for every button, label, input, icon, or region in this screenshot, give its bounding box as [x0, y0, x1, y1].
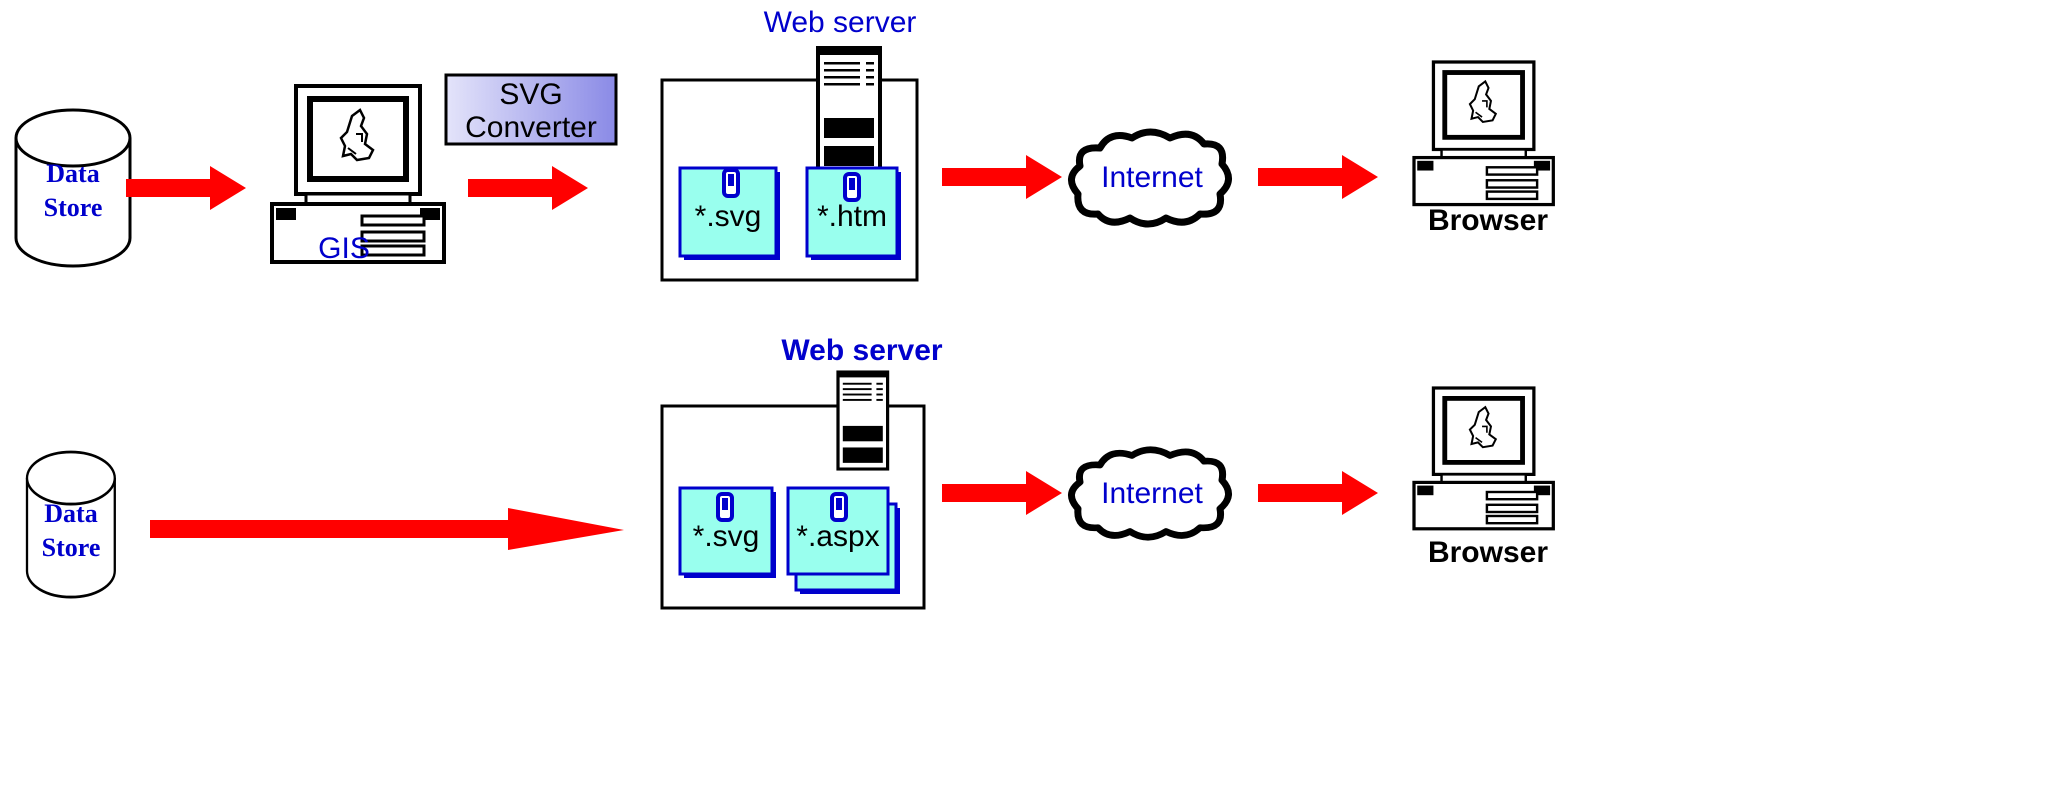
row-1: Data Store GIS SVG Converter Web server: [14, 6, 1553, 282]
document-icon: [716, 492, 734, 522]
flow-arrow: [1258, 155, 1378, 199]
webserver-2: Web server *.svg *.aspx: [660, 334, 943, 610]
internet-1: Internet: [1071, 132, 1228, 224]
flow-arrow: [1258, 471, 1378, 515]
computer-icon: [1414, 62, 1553, 205]
gis-label: GIS: [318, 232, 370, 265]
file-htm: *.htm: [805, 166, 901, 260]
datastore-1: Data Store: [14, 108, 132, 268]
datastore-label-line2: Store: [42, 533, 101, 562]
webserver-label: Web server: [781, 334, 943, 367]
file-label: *.htm: [817, 200, 887, 233]
browser-2: Browser: [1414, 388, 1553, 569]
datastore-label-line1: Data: [44, 499, 97, 528]
internet-label: Internet: [1101, 477, 1203, 510]
browser-label: Browser: [1428, 536, 1548, 569]
flow-arrow: [150, 508, 624, 550]
internet-2: Internet: [1071, 450, 1228, 537]
document-icon: [830, 492, 848, 522]
svg-converter: SVG Converter: [444, 73, 618, 146]
document-icon: [722, 168, 740, 198]
file-label: *.aspx: [796, 520, 879, 553]
row-2: Data Store Web server *.svg *.a: [25, 334, 1553, 610]
file-label: *.svg: [693, 520, 760, 553]
file-svg: *.svg: [678, 166, 780, 260]
file-aspx: *.aspx: [786, 486, 900, 594]
server-icon: [836, 370, 890, 471]
datastore-2: Data Store: [25, 450, 117, 599]
internet-label: Internet: [1101, 161, 1203, 194]
webserver-label: Web server: [764, 6, 917, 39]
file-label: *.svg: [695, 200, 762, 233]
datastore-label-line2: Store: [44, 193, 103, 222]
flow-arrow: [126, 166, 246, 210]
converter-label-line2: Converter: [465, 111, 597, 144]
flow-arrow: [942, 155, 1062, 199]
browser-label: Browser: [1428, 204, 1548, 237]
file-svg: *.svg: [678, 486, 776, 578]
browser-1: Browser: [1414, 62, 1553, 237]
gis-workstation: GIS: [272, 86, 444, 265]
webserver-1: Web server *.svg *.htm: [660, 6, 919, 282]
datastore-label-line1: Data: [46, 159, 99, 188]
converter-label-line1: SVG: [499, 78, 562, 111]
database-icon: [14, 108, 132, 268]
document-icon: [843, 172, 861, 202]
flow-arrow: [942, 471, 1062, 515]
computer-icon: [1414, 388, 1553, 529]
server-icon: [816, 46, 882, 176]
flow-arrow: [468, 166, 588, 210]
